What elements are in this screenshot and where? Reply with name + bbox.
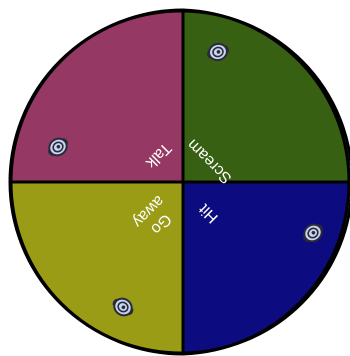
spinner-wheel[interactable]: Talk Scream Go away Hit [0, 0, 350, 356]
